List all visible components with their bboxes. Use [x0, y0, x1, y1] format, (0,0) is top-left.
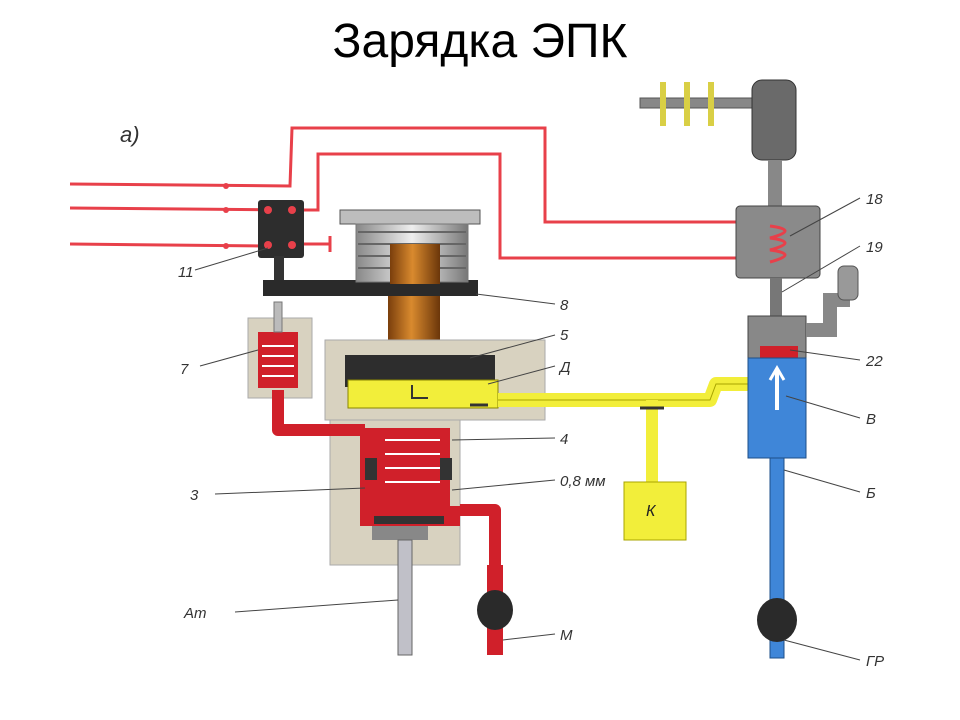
- figure-tag: а): [120, 122, 140, 147]
- cock-m: [477, 565, 513, 655]
- part-labels: 11 7 8 5 Д 4 3 0,8 мм 18 19 22 В Б Ат М …: [178, 191, 884, 670]
- label-22: 22: [865, 353, 883, 370]
- wire-junctions: [223, 183, 229, 249]
- electric-wires: [69, 126, 765, 260]
- handle-assembly: [639, 79, 797, 206]
- label-7: 7: [180, 361, 189, 378]
- switch-11: [258, 200, 304, 282]
- label-k: К: [646, 503, 657, 520]
- leader-lines: [194, 197, 861, 661]
- valve-7: [247, 301, 313, 399]
- label-at: Ат: [183, 605, 207, 622]
- label-0-8mm: 0,8 мм: [560, 473, 606, 490]
- label-d: Д: [558, 359, 571, 376]
- label-gr: ГР: [866, 653, 884, 670]
- label-3: 3: [190, 487, 199, 504]
- label-19: 19: [866, 239, 883, 256]
- label-m: М: [560, 627, 573, 644]
- label-v: В: [866, 411, 876, 428]
- reservoir-k: К: [623, 481, 687, 541]
- atmosphere-pipe: [372, 526, 428, 656]
- valve-4-chamber: [360, 428, 460, 526]
- electromagnet-8: [263, 209, 481, 356]
- label-4: 4: [560, 431, 568, 448]
- label-8: 8: [560, 297, 569, 314]
- slide-title: Зарядка ЭПК: [332, 15, 628, 68]
- label-11: 11: [178, 264, 194, 281]
- magnet-18: [735, 205, 821, 316]
- control-channel: [498, 377, 750, 490]
- label-5: 5: [560, 327, 569, 344]
- label-b: Б: [866, 485, 876, 502]
- brake-pipe-chamber: [747, 357, 807, 659]
- label-18: 18: [866, 191, 883, 208]
